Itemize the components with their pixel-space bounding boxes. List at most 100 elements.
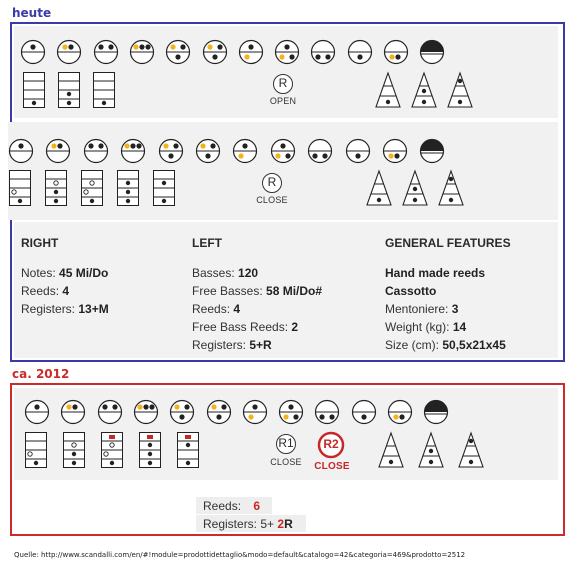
bass-register-switch[interactable] [153,170,175,206]
treble-register-switch[interactable] [238,39,264,65]
treble-register-switch[interactable] [345,138,371,164]
bass-register-switch[interactable] [101,432,123,468]
bass-register-switch[interactable] [139,432,161,468]
spec-row: Basses: 120 [192,266,258,280]
bass-register-switch[interactable] [81,170,103,206]
treble-register-switch[interactable] [133,399,159,425]
treble-register-switch[interactable] [310,39,336,65]
free-bass-switch[interactable] [447,71,473,108]
spec-row: Reeds: 4 [192,302,240,316]
treble-register-switch[interactable] [387,399,413,425]
free-bass-switch[interactable] [458,431,484,468]
spec-row: Mentoniere: 3 [385,302,458,316]
bass-register-switch[interactable] [58,72,80,108]
old-reeds-line: Reeds: 6 [203,499,260,513]
spec-label: Basses: [192,266,239,280]
free-bass-switch[interactable] [378,431,404,468]
treble-register-switch[interactable] [158,138,184,164]
treble-register-switch[interactable] [314,399,340,425]
spec-row: Size (cm): 50,5x21x45 [385,338,506,352]
bass-register-switch[interactable] [63,432,85,468]
register-r1-letter: R1 [278,436,294,450]
treble-register-switch[interactable] [202,39,228,65]
bass-register-switch[interactable] [117,170,139,206]
treble-register-switch[interactable] [423,399,449,425]
treble-register-switch[interactable] [120,138,146,164]
treble-register-switch[interactable] [45,138,71,164]
register-r1-caption: CLOSE [270,457,302,467]
old-frame [10,383,565,536]
old-reeds-bg [196,497,272,514]
spec-value: 13+M [78,302,109,316]
treble-register-switch[interactable] [60,399,86,425]
spec-label: Reeds: [192,302,234,316]
treble-register-switch[interactable] [274,39,300,65]
spec-row: Reeds: 4 [21,284,69,298]
spec-value: Cassotto [385,284,437,298]
register-r-open-caption: OPEN [269,96,297,106]
spec-row: Registers: 5+R [192,338,272,352]
old-registers-bg [196,515,306,532]
treble-register-switch[interactable] [347,39,373,65]
old-registers-line: Registers: 5+ 2R [203,517,293,531]
free-bass-switch[interactable] [366,169,392,206]
treble-register-switch[interactable] [383,39,409,65]
bass-register-switch[interactable] [23,72,45,108]
treble-register-switch[interactable] [20,39,46,65]
spec-value: 50,5x21x45 [442,338,506,352]
spec-row: Cassotto [385,284,436,298]
spec-row: Free Bass Reeds: 2 [192,320,298,334]
spec-value: 3 [451,302,459,316]
free-bass-switch[interactable] [402,169,428,206]
treble-register-switch[interactable] [195,138,221,164]
treble-register-switch[interactable] [419,39,445,65]
spec-value: 2 [291,320,299,334]
spec-value: 58 Mi/Do# [266,284,323,298]
treble-register-switch[interactable] [169,399,195,425]
spec-label: Notes: [21,266,60,280]
treble-register-switch[interactable] [24,399,50,425]
treble-register-switch[interactable] [8,138,34,164]
treble-register-switch[interactable] [56,39,82,65]
free-bass-switch[interactable] [375,71,401,108]
treble-register-switch[interactable] [129,39,155,65]
bass-register-switch[interactable] [177,432,199,468]
treble-register-switch[interactable] [307,138,333,164]
spec-value: 5+R [249,338,272,352]
treble-register-switch[interactable] [270,138,296,164]
treble-register-switch[interactable] [232,138,258,164]
treble-register-switch[interactable] [83,138,109,164]
bass-register-switch[interactable] [9,170,31,206]
old-registers-suffix: R [284,517,293,531]
treble-register-switch[interactable] [93,39,119,65]
spec-label: Mentoniere: [385,302,452,316]
treble-register-switch[interactable] [165,39,191,65]
specs-panel [14,222,558,358]
general-title: GENERAL FEATURES [385,236,511,250]
free-bass-switch[interactable] [411,71,437,108]
treble-register-switch[interactable] [206,399,232,425]
spec-row: Free Basses: 58 Mi/Do# [192,284,322,298]
old-registers-label: Registers: 5+ [203,517,278,531]
bass-register-switch[interactable] [45,170,67,206]
right-title: RIGHT [21,236,59,250]
free-bass-switch[interactable] [438,169,464,206]
treble-register-switch[interactable] [97,399,123,425]
treble-register-switch[interactable] [278,399,304,425]
register-r-letter: R [278,76,288,90]
free-bass-switch[interactable] [418,431,444,468]
spec-value: 4 [62,284,70,298]
treble-register-switch[interactable] [242,399,268,425]
treble-register-switch[interactable] [382,138,408,164]
treble-register-switch[interactable] [351,399,377,425]
bass-register-switch[interactable] [25,432,47,468]
spec-value: 14 [452,320,467,334]
spec-label: Size (cm): [385,338,443,352]
spec-row: Registers: 13+M [21,302,109,316]
spec-label: Weight (kg): [385,320,453,334]
old-reeds-label: Reeds: [203,499,242,513]
spec-label: Registers: [21,302,79,316]
register-r-letter: R [267,175,277,189]
treble-register-switch[interactable] [419,138,445,164]
bass-register-switch[interactable] [93,72,115,108]
